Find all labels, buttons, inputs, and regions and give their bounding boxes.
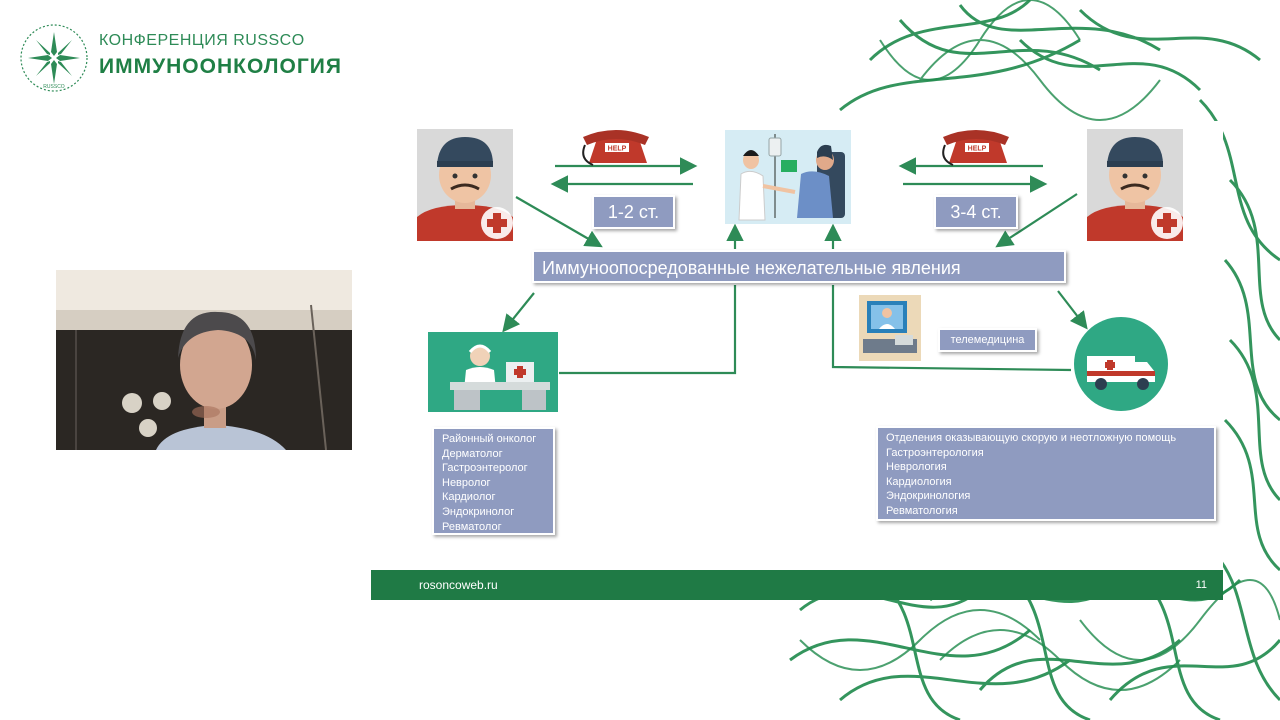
departments-list: Отделения оказывающую скорую и неотложну… xyxy=(876,426,1216,521)
slide-page-number: 11 xyxy=(1195,579,1207,591)
help-phone-left-icon: HELP xyxy=(582,130,649,166)
infusion-treatment-image xyxy=(725,130,851,224)
flow-arrows xyxy=(502,157,1088,375)
list-item: Гастроэнтерология xyxy=(886,446,984,459)
oncologist-office-image xyxy=(428,332,558,412)
conference-title: ИММУНООНКОЛОГИЯ xyxy=(99,55,342,78)
footer-url: rosoncoweb.ru xyxy=(419,578,498,592)
list-item: Кардиолог xyxy=(442,491,496,504)
list-item: Эндокринолог xyxy=(442,505,515,518)
presentation-slide: HELP HELP 1-2 ст. 3- xyxy=(371,121,1223,600)
speaker-video-image xyxy=(56,270,352,450)
list-item: Ревматолог xyxy=(442,520,502,533)
list-item: Ревматология xyxy=(886,504,958,517)
svg-text:HELP: HELP xyxy=(968,146,987,153)
svg-text:RUSSCO: RUSSCO xyxy=(43,84,65,90)
help-phone-right-icon: HELP xyxy=(942,130,1009,166)
conference-name: КОНФЕРЕНЦИЯ RUSSCO xyxy=(99,32,305,49)
list-item: Отделения оказывающую скорую и неотложну… xyxy=(886,432,1177,444)
sick-patient-left-image xyxy=(417,129,513,241)
list-item: Кардиология xyxy=(886,475,952,488)
slide-footer: rosoncoweb.ru 11 xyxy=(371,570,1223,600)
ambulance-icon xyxy=(1074,317,1168,411)
list-item: Гастроэнтеролог xyxy=(442,462,528,475)
conference-brand: RUSSCO КОНФЕРЕНЦИЯ RUSSCO ИММУНООНКОЛОГИ… xyxy=(18,22,378,92)
list-item: Невролог xyxy=(442,476,491,489)
immune-adverse-events-banner: Иммуноопосредованные нежелательные явлен… xyxy=(532,250,1066,283)
stage-1-2-badge: 1-2 ст. xyxy=(592,195,675,229)
specialists-list: Районный онколог Дерматолог Гастроэнтеро… xyxy=(432,427,555,535)
telemedicine-label: телемедицина xyxy=(938,328,1037,352)
list-item: Дерматолог xyxy=(442,447,503,460)
speaker-video-feed xyxy=(56,270,352,450)
list-item: Неврология xyxy=(886,461,947,474)
russco-logo-icon: RUSSCO xyxy=(20,24,88,92)
sick-patient-right-image xyxy=(1087,129,1183,241)
svg-text:HELP: HELP xyxy=(608,146,627,153)
telemedicine-image xyxy=(859,295,921,361)
list-item: Эндокринология xyxy=(886,490,971,503)
list-item: Районный онколог xyxy=(442,433,537,445)
stage-3-4-badge: 3-4 ст. xyxy=(934,195,1018,229)
